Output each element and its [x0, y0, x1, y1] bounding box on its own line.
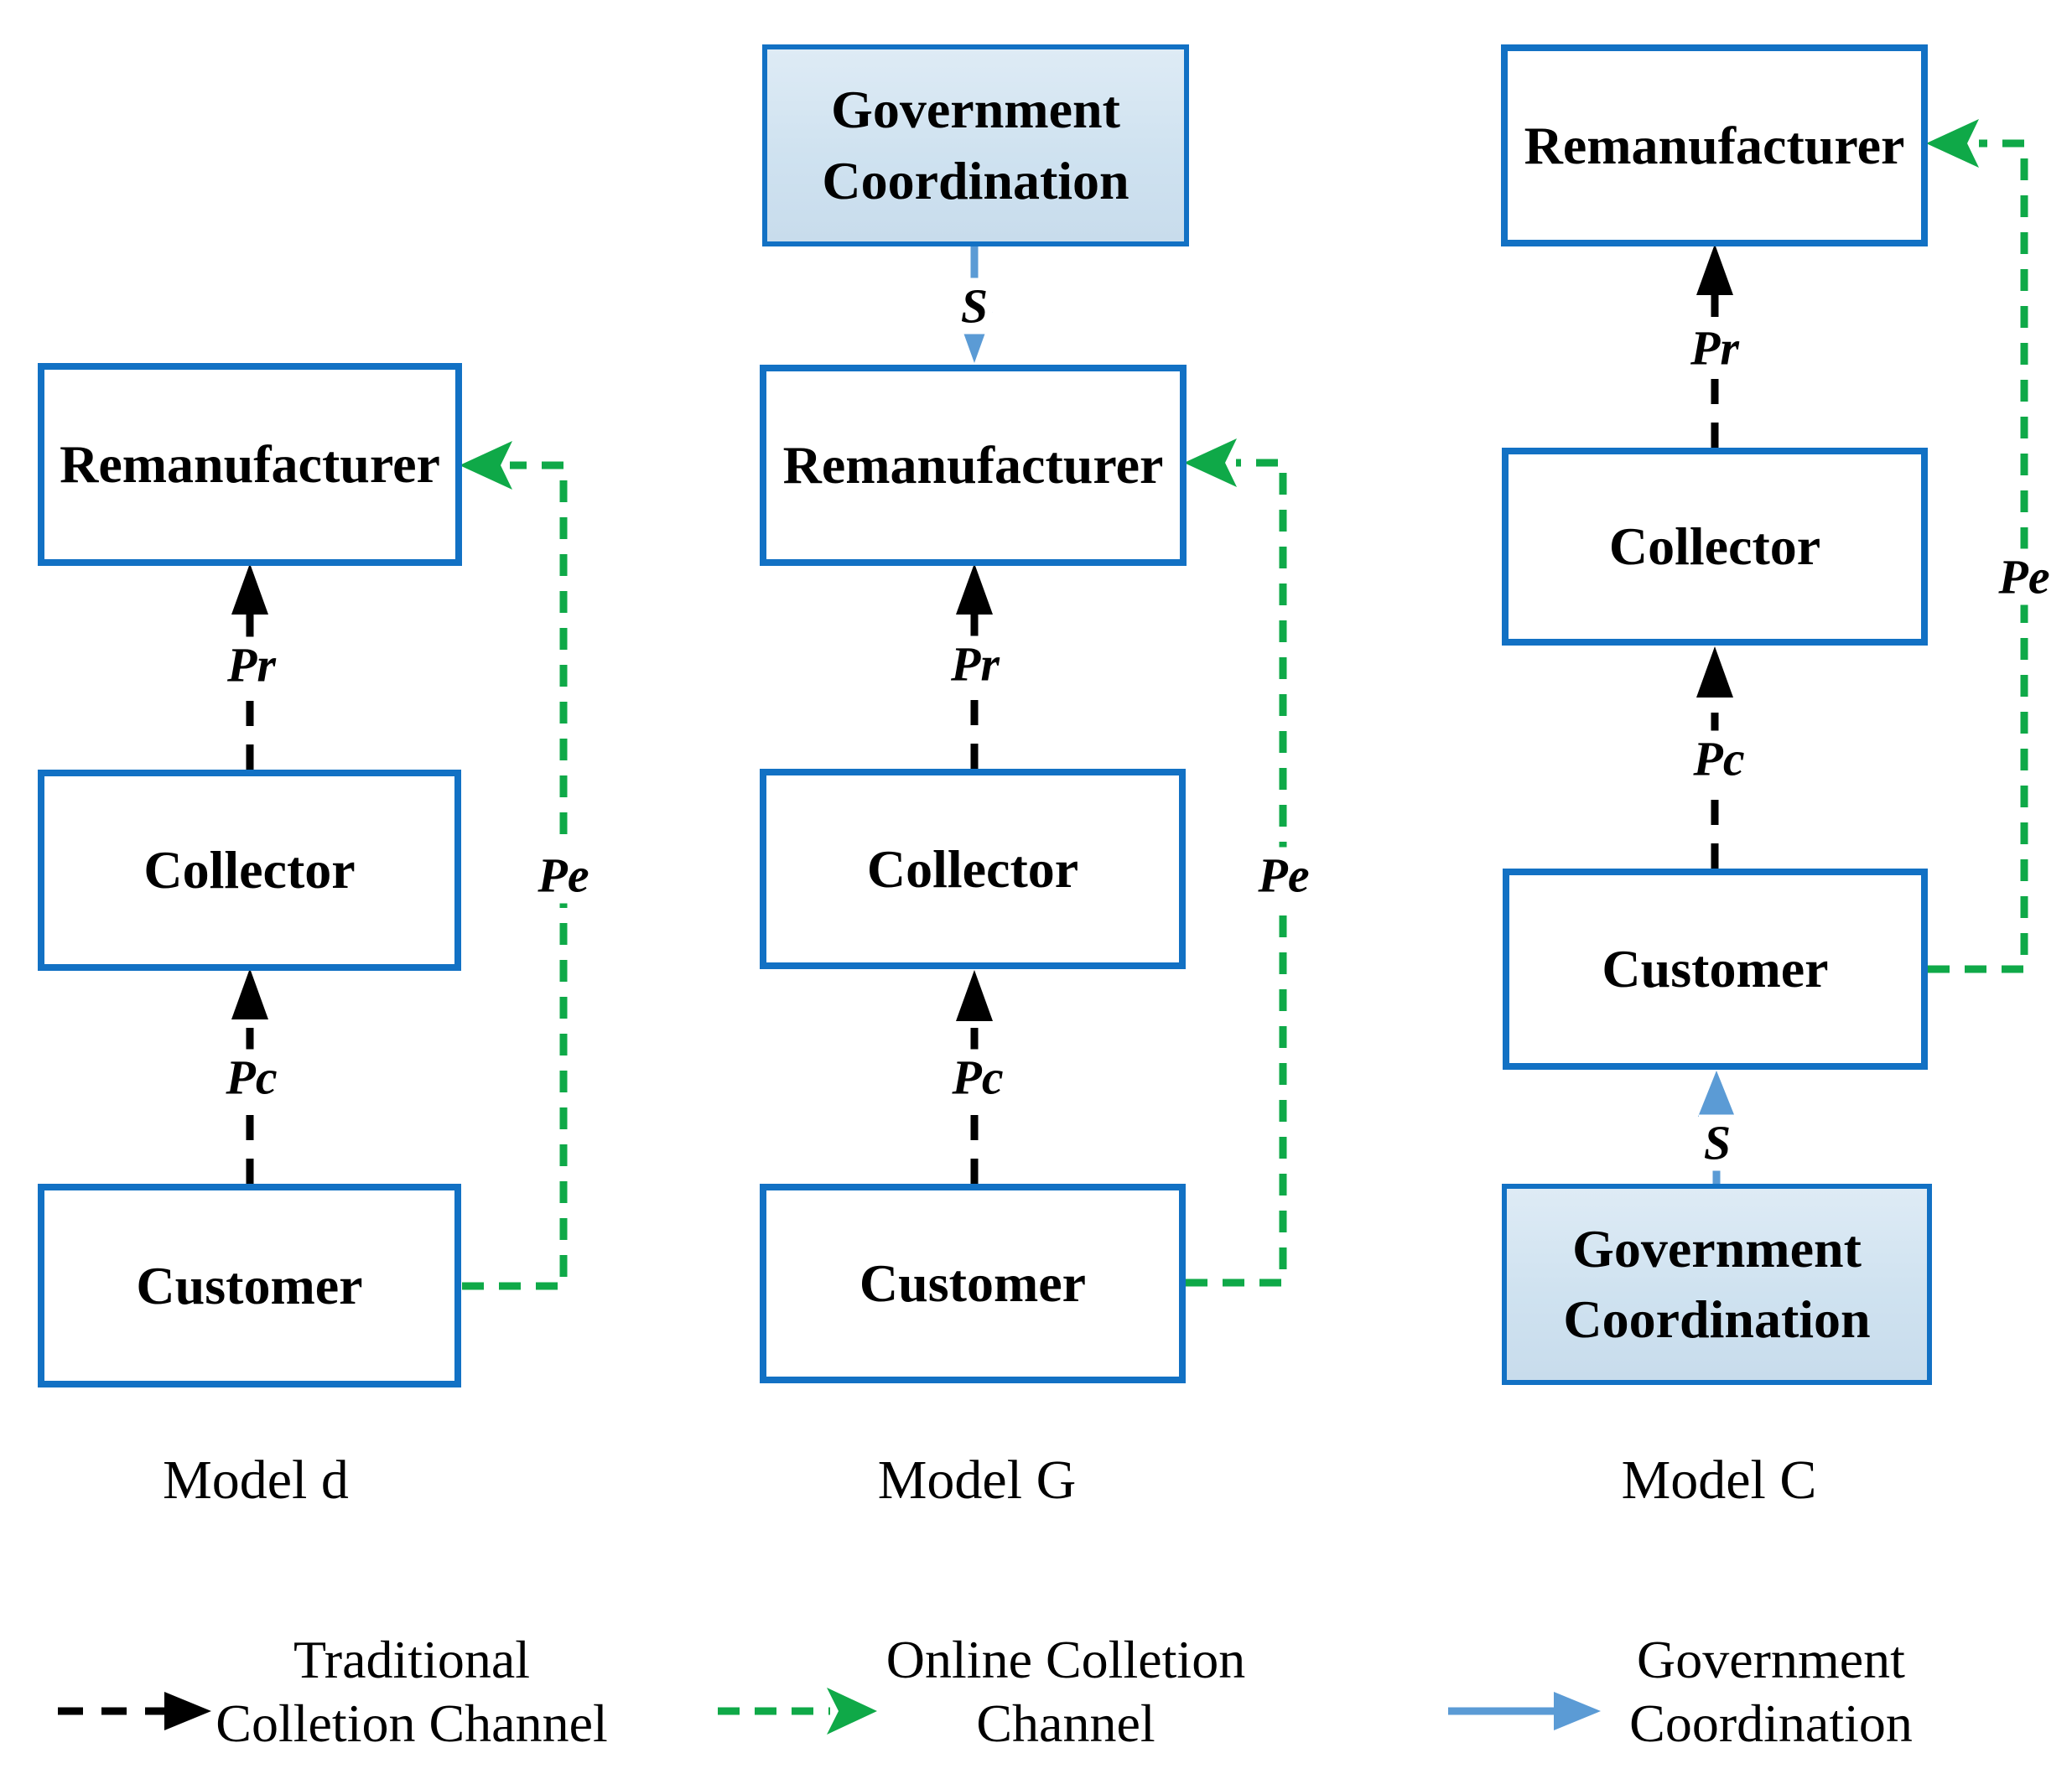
legend-government-label-line2: Coordination [1629, 1693, 1913, 1753]
pe-online-arrow-model-c [1926, 119, 2028, 973]
government-label-line1-model-g: Government [831, 80, 1120, 140]
pe-label-model-d: Pe [532, 847, 595, 904]
customer-label-model-d: Customer [136, 1255, 363, 1315]
pr-label-model-c: Pr [1685, 319, 1744, 376]
legend-traditional-label-line1: Traditional [293, 1630, 531, 1689]
pr-label-model-g: Pr [946, 635, 1005, 692]
pr-traditional-arrow-model-g [956, 563, 993, 769]
pr-label-model-d: Pr [222, 636, 281, 693]
model-d-title: Model d [163, 1450, 349, 1511]
legend-online-label: Online Colletion Channel [764, 1628, 1368, 1756]
pc-label-model-g: Pc [947, 1049, 1009, 1106]
legend-online-label-line1: Online Colletion [885, 1630, 1246, 1689]
collector-label-model-g: Collector [866, 838, 1079, 899]
remanufacturer-label-model-g: Remanufacturer [782, 435, 1164, 495]
government-label-line1-model-c: Government [1572, 1218, 1862, 1278]
remanufacturer-box-model-d: Remanufacturer [38, 363, 462, 566]
pc-label-model-c: Pc [1688, 730, 1750, 787]
legend-government-label-line1: Government [1637, 1630, 1905, 1689]
pe-label-model-c: Pe [1993, 548, 2055, 605]
legend-government-arrow [1448, 1692, 1601, 1730]
government-label-line2-model-c: Coordination [1563, 1289, 1871, 1349]
customer-box-model-d: Customer [38, 1184, 461, 1387]
pc-label-model-d: Pc [221, 1049, 283, 1106]
pr-traditional-arrow-model-c [1696, 244, 1733, 448]
pe-online-arrow-model-g [1184, 438, 1287, 1287]
collector-box-model-c: Collector [1502, 448, 1928, 646]
government-box-model-g: Government Coordination [762, 44, 1189, 246]
legend-government-label: Government Coordination [1469, 1628, 2072, 1756]
remanufacturer-label-model-c: Remanufacturer [1524, 115, 1905, 175]
s-label-model-c: S [1698, 1114, 1737, 1171]
pr-traditional-arrow-model-d [231, 563, 268, 770]
customer-box-model-g: Customer [760, 1184, 1186, 1383]
customer-label-model-c: Customer [1602, 939, 1829, 998]
pc-traditional-arrow-model-c [1696, 646, 1733, 869]
legend-traditional-label-line2: Colletion Channel [216, 1693, 608, 1753]
remanufacturer-box-model-g: Remanufacturer [760, 365, 1187, 566]
s-label-model-g: S [955, 277, 994, 335]
government-box-model-c: Government Coordination [1502, 1184, 1932, 1385]
pc-traditional-arrow-model-d [231, 968, 268, 1184]
collector-label-model-c: Collector [1608, 516, 1821, 576]
remanufacturer-box-model-c: Remanufacturer [1501, 44, 1928, 246]
legend-online-arrow [718, 1688, 877, 1735]
legend-traditional-arrow [58, 1692, 211, 1730]
model-c-title: Model C [1621, 1450, 1817, 1511]
collector-label-model-d: Collector [143, 840, 356, 900]
legend-traditional-label: Traditional Colletion Channel [110, 1628, 714, 1756]
pe-label-model-g: Pe [1253, 847, 1315, 904]
legend-online-label-line2: Channel [976, 1693, 1155, 1753]
collector-box-model-g: Collector [760, 769, 1186, 969]
customer-label-model-g: Customer [859, 1253, 1087, 1313]
model-g-title: Model G [877, 1450, 1077, 1511]
pc-traditional-arrow-model-g [956, 970, 993, 1184]
pe-online-arrow-model-d [460, 441, 568, 1290]
remanufacturer-label-model-d: Remanufacturer [60, 434, 440, 494]
collector-box-model-d: Collector [38, 770, 461, 971]
government-label-line2-model-g: Coordination [822, 150, 1129, 210]
customer-box-model-c: Customer [1503, 869, 1928, 1070]
